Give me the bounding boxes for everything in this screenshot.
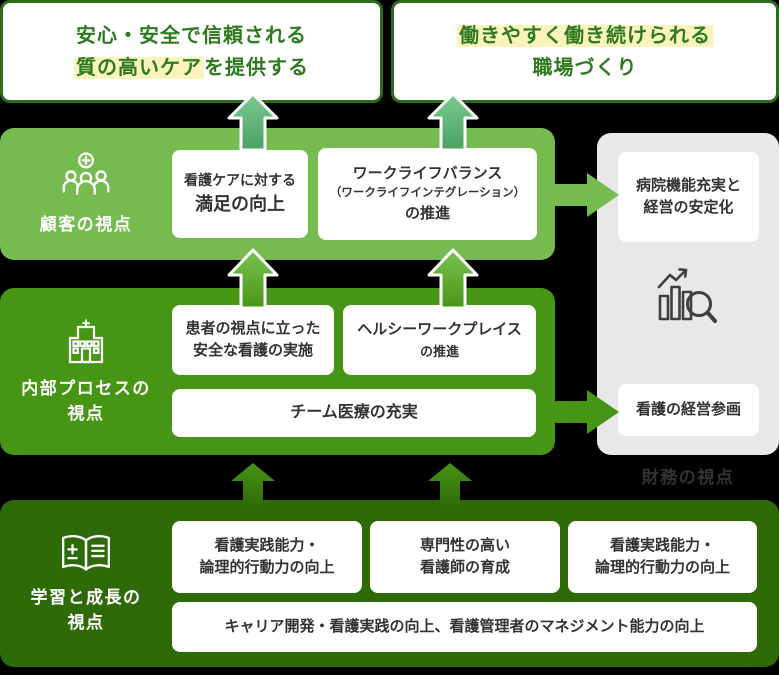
internal-band-label-line2: 視点 [67,403,105,423]
customer-box2-line3: の推進 [404,204,450,222]
customer-band-label-col: 顧客の視点 [0,128,172,260]
goal-right-line1: 働きやすく働き続けられる [457,20,713,52]
goal-right-line2: 職場づくり [533,52,638,84]
people-medical-cross-icon [62,152,110,195]
goal-box-workplace: 働きやすく働き続けられる 職場づくり [391,0,779,103]
learning-band-label-line2: 視点 [67,612,105,632]
learning-band-label: 学習と成長の 視点 [31,586,142,635]
arrow-up-learning-to-internal-1 [231,463,275,507]
financial-perspective-label: 財務の視点 [641,468,735,487]
learning-growth-band: 学習と成長の 視点 看護実践能力・ 論理的行動力の向上 専門性の高い 看護師の育… [0,500,779,667]
internal-band-label: 内部プロセスの 視点 [21,377,151,426]
goal-box-quality-care: 安心・安全で信頼される 質の高いケアを提供する [0,0,383,103]
goal-left-line2: 質の高いケアを提供する [74,52,309,84]
goal-left-line1: 安心・安全で信頼される [76,20,307,52]
financial-box1-line2: 経営の安定化 [643,199,734,216]
arrow-internal-to-financial [541,390,619,434]
internal-box2-line1: ヘルシーワークプレイス [357,321,522,338]
internal-box-team-medicine: チーム医療の充実 [172,389,536,437]
learning-wide-box-text: キャリア開発・看護実践の向上、看護管理者のマネジメント能力の向上 [224,617,705,635]
learning-box1-line2: 論理的行動力の向上 [199,559,335,576]
learning-box3-line2: 論理的行動力の向上 [594,559,730,576]
open-book-medical-icon [62,534,110,571]
learning-band-label-col: 学習と成長の 視点 [0,500,172,667]
learning-box-specialist: 専門性の高い 看護師の育成 [370,521,560,593]
goal-left-line1-text: 安心・安全で信頼される [76,24,307,47]
internal-box-healthy-workplace: ヘルシーワークプレイス の推進 [343,305,536,375]
internal-box2-line2: の推進 [419,343,459,359]
learning-box1-line1: 看護実践能力・ [214,536,320,554]
internal-box1-line2: 安全な看護の実施 [192,342,313,359]
financial-box1-line1: 病院機能充実と [635,176,741,194]
hospital-icon [68,319,104,363]
internal-band-label-col: 内部プロセスの 視点 [0,288,172,455]
goal-left-line2-rest: を提供する [204,56,309,79]
financial-box2-line1: 看護の経営参画 [635,400,741,418]
learning-box-career: キャリア開発・看護実践の向上、看護管理者のマネジメント能力の向上 [172,602,757,652]
learning-box-practice-1: 看護実践能力・ 論理的行動力の向上 [172,521,362,593]
arrow-up-customer-to-goal-right [427,92,479,150]
learning-band-label-line1: 学習と成長の [30,587,142,607]
learning-box2-line1: 専門性の高い [419,536,510,554]
internal-box1-line1: 患者の視点に立った [185,319,321,337]
customer-box-worklife-balance: ワークライフバランス （ワークライフインテグレーション） の推進 [318,148,537,240]
arrow-up-internal-to-customer-2 [427,248,479,308]
customer-band-label: 顧客の視点 [39,214,133,234]
customer-box1-line2: 満足の向上 [195,194,285,214]
learning-box2-line2: 看護師の育成 [419,559,510,576]
internal-process-band: 内部プロセスの 視点 患者の視点に立った 安全な看護の実施 ヘルシーワークプレイ… [0,288,555,455]
internal-box-safe-nursing: 患者の視点に立った 安全な看護の実施 [172,305,334,375]
bar-chart-magnifier-icon [657,268,717,323]
arrow-up-customer-to-goal-left [227,92,279,150]
goal-left-line2-highlight: 質の高いケア [74,56,204,79]
arrow-customer-to-financial [541,173,619,217]
learning-box-practice-2: 看護実践能力・ 論理的行動力の向上 [568,521,757,593]
financial-box-stability: 病院機能充実と 経営の安定化 [618,152,759,242]
internal-band-label-line1: 内部プロセスの [21,378,151,398]
customer-perspective-band: 顧客の視点 看護ケアに対する 満足の向上 ワークライフバランス （ワークライフイ… [0,128,555,260]
arrow-up-learning-to-internal-2 [428,463,472,507]
customer-box-satisfaction: 看護ケアに対する 満足の向上 [172,150,308,238]
internal-wide-box-text: チーム医療の充実 [290,404,418,421]
financial-box-participation: 看護の経営参画 [618,384,759,436]
customer-box2-line1: ワークライフバランス [352,164,503,182]
goal-right-line2-text: 職場づくり [532,56,638,79]
customer-box1-line1: 看護ケアに対する [184,172,296,188]
customer-box2-line2: （ワークライフインテグレーション） [329,187,526,200]
financial-perspective-panel: 病院機能充実と 経営の安定化 財務の視点 看護の経営参画 [597,133,779,487]
goal-right-line1-highlight: 働きやすく働き続けられる [457,24,713,47]
arrow-up-internal-to-customer-1 [227,248,279,308]
learning-box3-line1: 看護実践能力・ [609,536,715,554]
